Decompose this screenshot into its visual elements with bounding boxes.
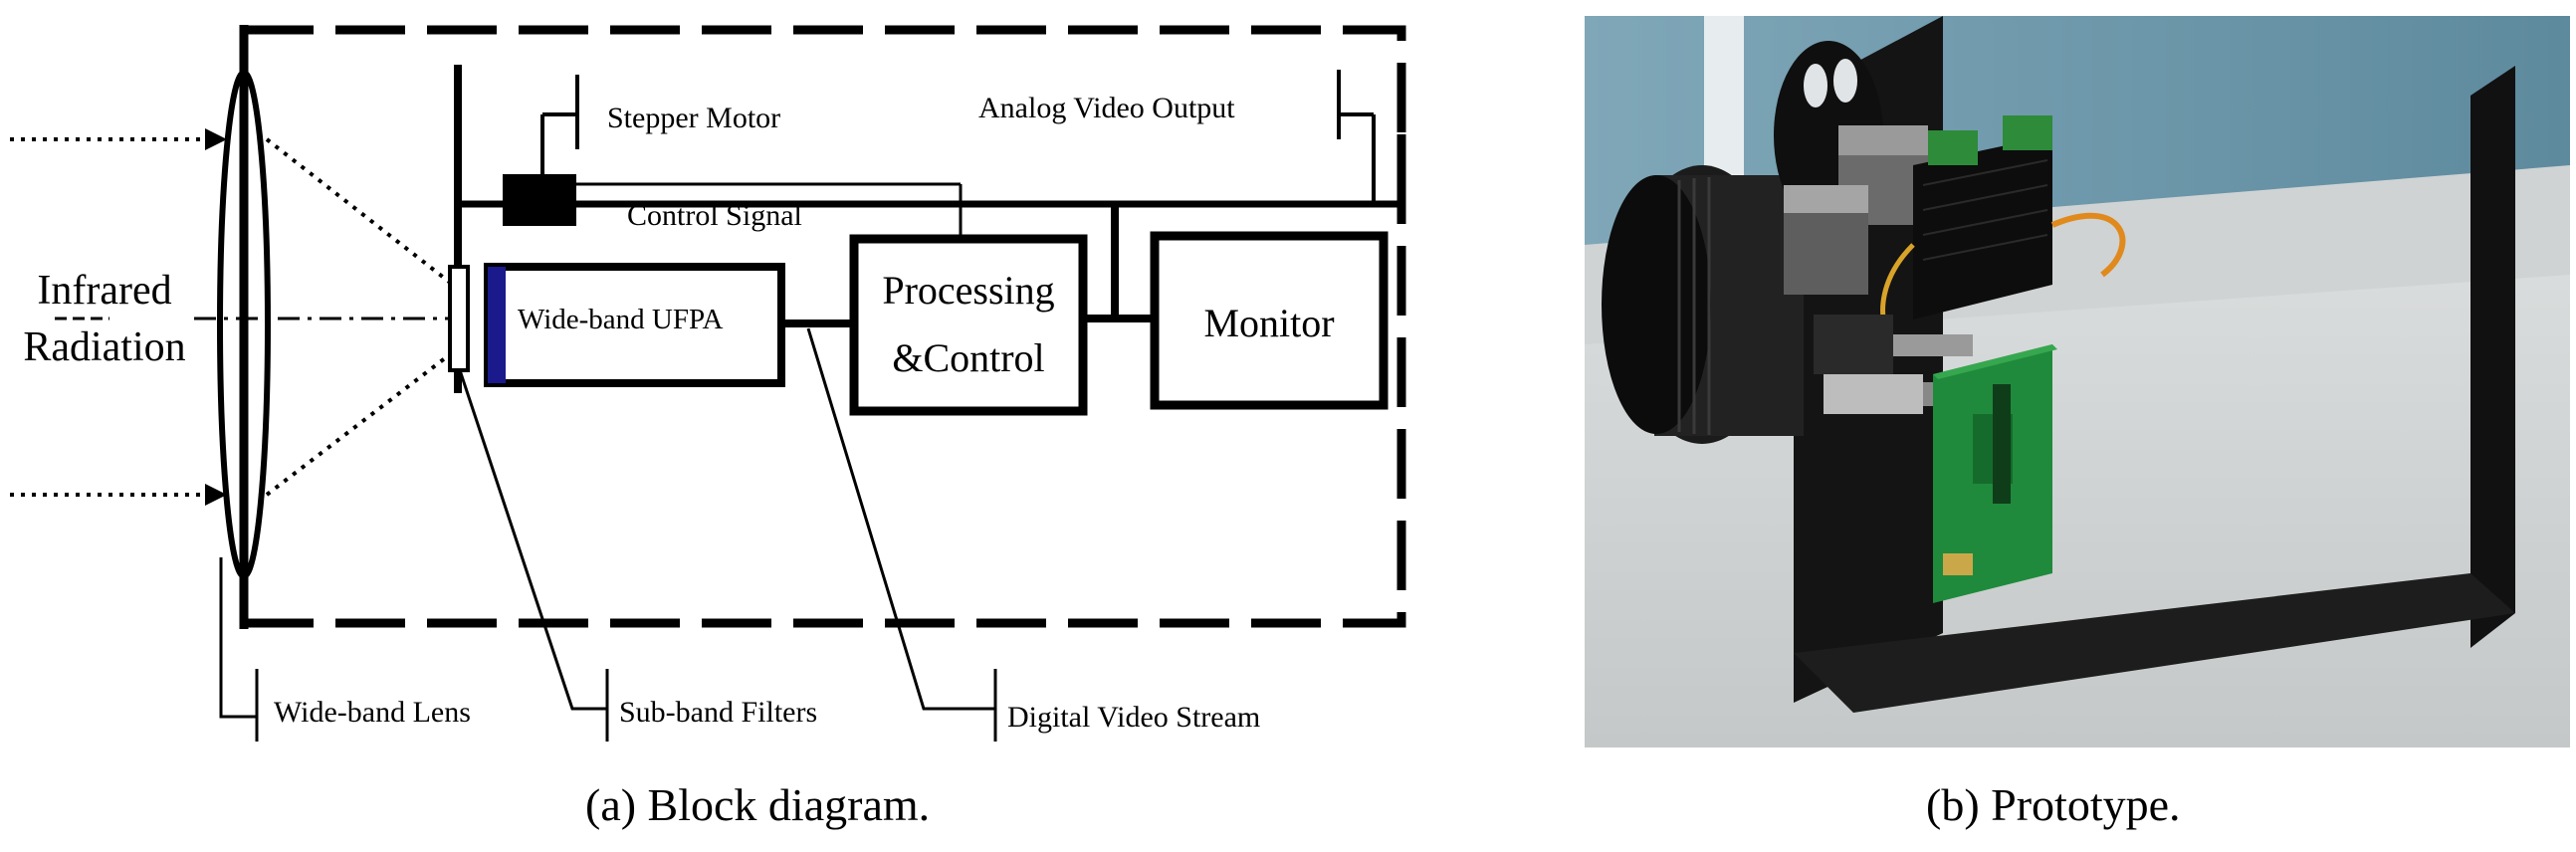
arrow-head-bottom [205, 484, 227, 506]
digital-video-stream-label: Digital Video Stream [1007, 701, 1260, 734]
control-signal-label: Control Signal [627, 199, 802, 232]
infrared-label-2: Radiation [23, 324, 185, 370]
stream-leader [806, 327, 995, 711]
wide-band-lens-label: Wide-band Lens [274, 696, 471, 729]
sub-band-filters-label: Sub-band Filters [619, 696, 817, 729]
wide-band-lens [217, 70, 271, 579]
stepper-motor-label: Stepper Motor [607, 102, 780, 134]
stepper-motor [503, 174, 576, 226]
ufpa-accent [488, 267, 506, 383]
caption-b: (b) Prototype. [1926, 779, 2181, 830]
block-diagram: Infrared Radiation Stepper Motor Control… [10, 25, 1406, 742]
housing-outline [239, 25, 1406, 628]
processing-control-block [849, 234, 1088, 416]
processing-label-1: Processing [882, 268, 1054, 313]
prototype-photo [1585, 16, 2570, 747]
caption-a: (a) Block diagram. [585, 779, 931, 830]
monitor-block [1150, 231, 1389, 410]
sub-band-filter [448, 265, 470, 372]
ufpa-label: Wide-band UFPA [518, 304, 723, 335]
monitor-label: Monitor [1203, 301, 1334, 345]
analog-video-output-label: Analog Video Output [978, 92, 1235, 124]
infrared-label-1: Infrared [37, 268, 171, 314]
filter-leader [458, 369, 607, 711]
processing-label-2: &Control [892, 335, 1044, 380]
lens-leader [219, 557, 257, 719]
arrow-head-top [205, 128, 227, 150]
